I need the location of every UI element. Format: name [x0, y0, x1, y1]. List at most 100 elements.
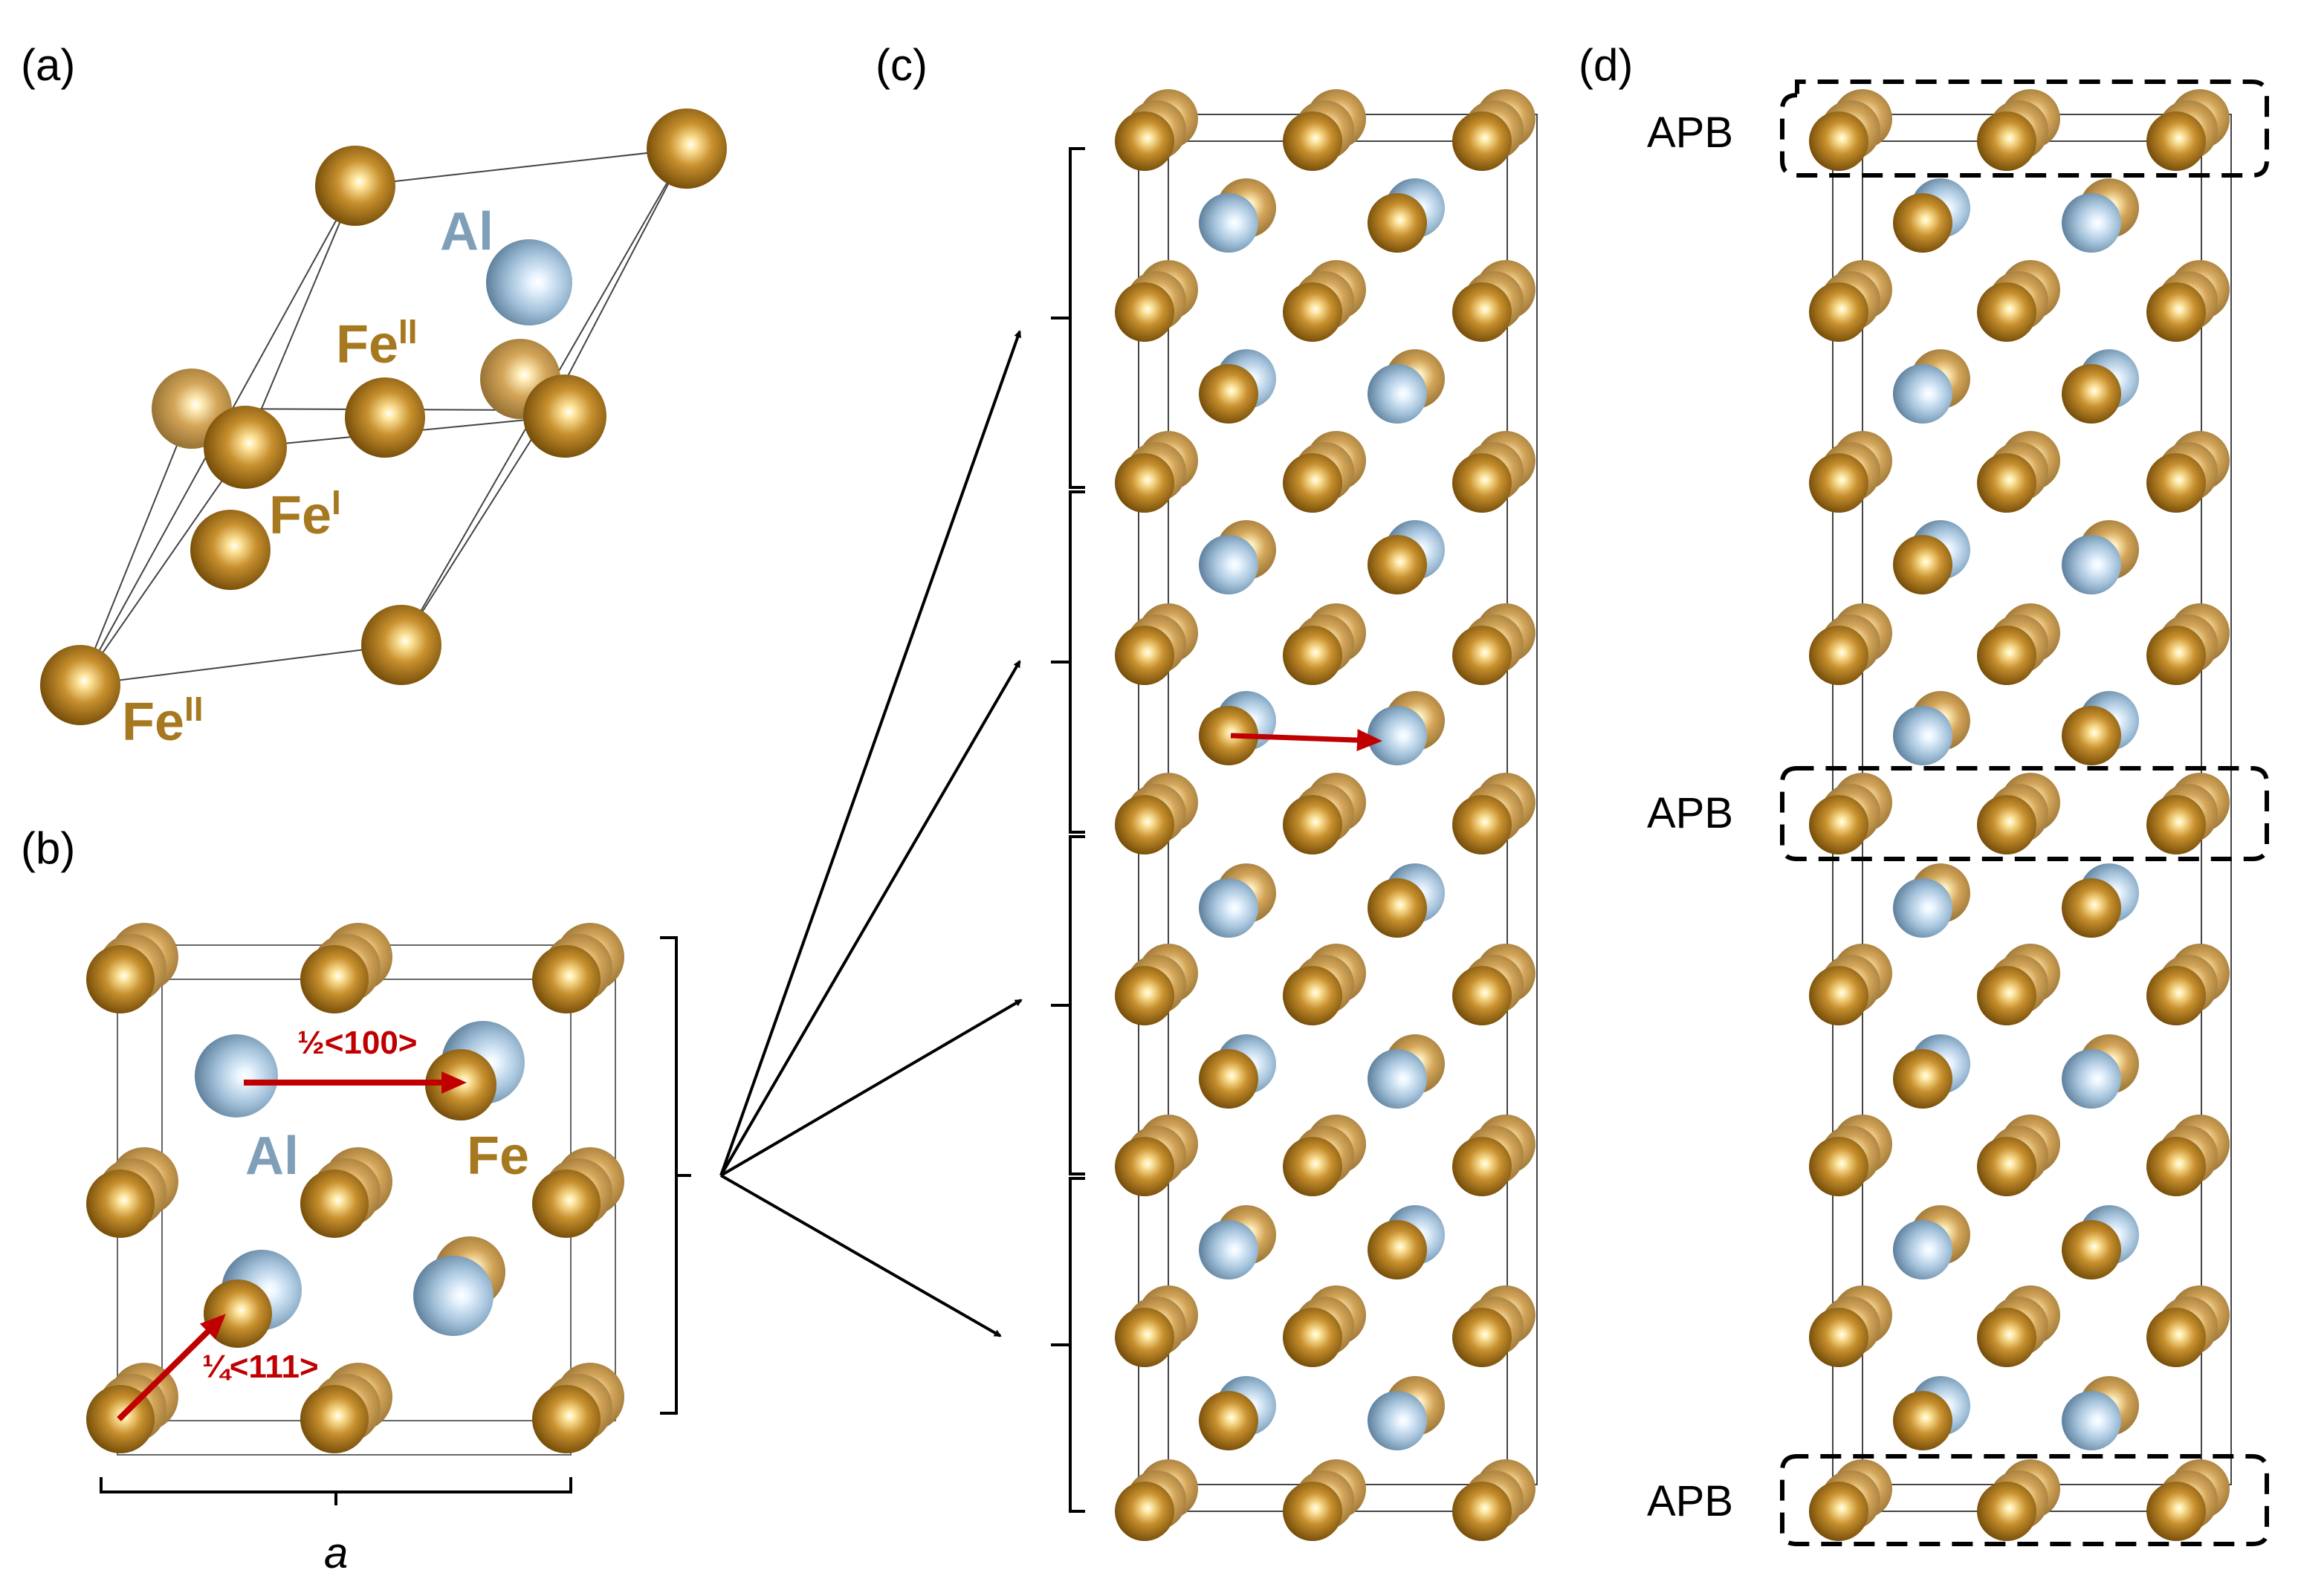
- fe-atom: [1368, 878, 1427, 938]
- al-atom: [2062, 193, 2121, 253]
- block-bracket: [1051, 835, 1085, 1175]
- fe-atom: [1283, 453, 1342, 513]
- fe-atom: [1283, 111, 1342, 171]
- fe-atom: [2146, 1482, 2206, 1541]
- fe-atom: [1368, 193, 1427, 253]
- fe-atom: [1115, 1308, 1174, 1367]
- vector-arrow-111: [117, 1314, 226, 1421]
- panel-a: (a) Al FeII Fe: [21, 40, 727, 752]
- fe-atom: [1977, 282, 2036, 342]
- fe-atom: [1977, 453, 2036, 513]
- fe-atom: [1977, 795, 2036, 854]
- fe-ii-label-bottom: FeII: [122, 690, 204, 752]
- al-atom: [2062, 535, 2121, 594]
- fe-atom: [1452, 966, 1512, 1025]
- fe-atom: [1283, 626, 1342, 685]
- al-atom: [1368, 1391, 1427, 1450]
- fe-atom: [1893, 1391, 1952, 1450]
- fe-atom: [1809, 282, 1868, 342]
- fe-atom: [1283, 1137, 1342, 1196]
- apb-label-middle: APB: [1647, 789, 1733, 837]
- fe-atom: [532, 945, 601, 1013]
- displacement-arrow: [1230, 729, 1382, 752]
- fe-atom: [1452, 1308, 1512, 1367]
- lattice-parameter-bracket: [100, 1477, 572, 1505]
- fe-atom: [1283, 282, 1342, 342]
- panel-d: (d) APB APB APB: [1579, 40, 2269, 1546]
- fe-atom: [1368, 535, 1427, 594]
- fe-atom: [1115, 626, 1174, 685]
- al-atom: [2062, 1391, 2121, 1450]
- al-atom: [1368, 1049, 1427, 1109]
- fe-atom: [1452, 282, 1512, 342]
- fe-atom: [1977, 626, 2036, 685]
- vector-100-label: ½<100>: [297, 1025, 418, 1061]
- fe-atom: [532, 1385, 601, 1453]
- al-atom: [1893, 878, 1952, 938]
- fe-atom: [1452, 111, 1512, 171]
- fe-i-label: FeI: [269, 483, 341, 545]
- al-atom: [413, 1256, 493, 1336]
- al-atom: [1368, 364, 1427, 424]
- fe-atom: [300, 945, 369, 1013]
- fe-atom: [1452, 1482, 1512, 1541]
- fe-atom: [1893, 535, 1952, 594]
- fe-atom: [300, 1170, 369, 1238]
- panel-b: (b) ½<100> ¼<111> Al Fe a: [21, 823, 691, 1577]
- fe-atom: [361, 605, 441, 685]
- fe-atom: [315, 146, 395, 226]
- fe-atom: [300, 1385, 369, 1453]
- al-atom: [486, 239, 572, 325]
- panel-a-atoms: [40, 108, 727, 725]
- fe-atom: [2146, 795, 2206, 854]
- vector-111-label: ¼<111>: [202, 1349, 319, 1385]
- fe-atom: [1809, 626, 1868, 685]
- al-atom: [1199, 535, 1258, 594]
- fe-atom: [204, 406, 287, 489]
- fe-atom: [1809, 453, 1868, 513]
- fe-atom: [1283, 795, 1342, 854]
- fe-atom: [1115, 966, 1174, 1025]
- fe-atom: [1452, 795, 1512, 854]
- lattice-parameter-label: a: [324, 1529, 348, 1577]
- al-label: Al: [440, 202, 493, 262]
- fe-atom: [2062, 364, 2121, 424]
- fe-atom: [2062, 1220, 2121, 1279]
- fe-atom: [1115, 282, 1174, 342]
- fe-atom: [1977, 1482, 2036, 1541]
- al-atom: [2062, 1049, 2121, 1109]
- panel-d-atoms: [1809, 89, 2230, 1541]
- fe-atom: [2146, 1308, 2206, 1367]
- fe-atom: [2146, 111, 2206, 171]
- fe-atom: [1115, 1137, 1174, 1196]
- fe-atom: [345, 377, 425, 458]
- apb-box-bottom: [1780, 1454, 2269, 1546]
- fe-atom: [1809, 795, 1868, 854]
- fe-atom: [2146, 626, 2206, 685]
- fe-atom: [532, 1170, 601, 1238]
- panel-c-label: (c): [876, 40, 928, 90]
- fe-label-b: Fe: [467, 1126, 529, 1186]
- fe-atom: [2146, 1137, 2206, 1196]
- apb-boxes: [1780, 80, 2269, 1546]
- fe-atom: [523, 374, 606, 458]
- fe-atom: [2146, 966, 2206, 1025]
- apb-label-bottom: APB: [1647, 1477, 1733, 1525]
- unit-cell-bracket: [660, 936, 691, 1415]
- apb-label-top: APB: [1647, 108, 1733, 157]
- block-bracket: [1051, 490, 1085, 834]
- panel-b-atoms: [86, 923, 624, 1453]
- al-atom: [1893, 1220, 1952, 1279]
- panel-c: (c): [876, 40, 1538, 1541]
- fe-atom: [1283, 1308, 1342, 1367]
- panel-d-label: (d): [1579, 40, 1633, 90]
- fe-atom: [1115, 111, 1174, 171]
- fe-atom: [1283, 1482, 1342, 1541]
- fe-atom: [86, 1170, 155, 1238]
- expansion-arrow: [719, 999, 1023, 1177]
- fe-atom: [1809, 1137, 1868, 1196]
- fe-atom: [1199, 706, 1258, 765]
- fe-atom: [40, 645, 120, 725]
- fe-atom: [1977, 966, 2036, 1025]
- panel-c-atoms: [1115, 89, 1535, 1541]
